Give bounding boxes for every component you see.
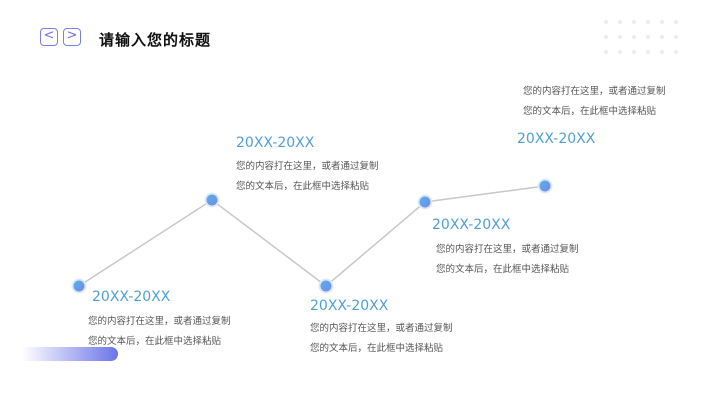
timeline-desc-5-line1: 您的内容打在这里，或者通过复制 — [523, 86, 666, 97]
timeline-desc-4-line2: 您的文本后，在此框中选择粘贴 — [436, 264, 570, 275]
timeline-node-5 — [537, 178, 553, 194]
timeline-node-1 — [71, 278, 87, 294]
timeline-year-5: 20XX-20XX — [517, 131, 596, 147]
chevron-right-icon: > — [66, 28, 78, 43]
timeline-desc-2-line2: 您的文本后，在此框中选择粘贴 — [236, 181, 370, 192]
timeline-year-3: 20XX-20XX — [310, 298, 389, 314]
timeline-desc-2: 您的内容打在这里，或者通过复制 您的文本后，在此框中选择粘贴 — [236, 157, 379, 197]
timeline-desc-1-line2: 您的文本后，在此框中选择粘贴 — [88, 336, 222, 347]
timeline-year-1: 20XX-20XX — [92, 289, 171, 305]
decorative-accent-bar — [22, 347, 118, 361]
timeline-node-4 — [417, 194, 433, 210]
timeline-desc-5-line2: 您的文本后，在此框中选择粘贴 — [523, 106, 657, 117]
timeline-desc-3-line2: 您的文本后，在此框中选择粘贴 — [310, 343, 444, 354]
timeline-year-4: 20XX-20XX — [432, 217, 511, 233]
timeline-desc-3: 您的内容打在这里，或者通过复制 您的文本后，在此框中选择粘贴 — [310, 319, 453, 359]
page-title: 请输入您的标题 — [99, 31, 212, 49]
timeline-desc-5: 您的内容打在这里，或者通过复制 您的文本后，在此框中选择粘贴 — [523, 82, 666, 122]
timeline-desc-1-line1: 您的内容打在这里，或者通过复制 — [88, 316, 231, 327]
timeline-desc-2-line1: 您的内容打在这里，或者通过复制 — [236, 161, 379, 172]
timeline-node-2 — [204, 192, 220, 208]
timeline-node-3 — [318, 278, 334, 294]
decorative-dot-grid — [604, 20, 704, 60]
timeline-desc-3-line1: 您的内容打在这里，或者通过复制 — [310, 323, 453, 334]
timeline-desc-4: 您的内容打在这里，或者通过复制 您的文本后，在此框中选择粘贴 — [436, 240, 579, 280]
prev-button[interactable]: < — [40, 28, 58, 46]
timeline-desc-4-line1: 您的内容打在这里，或者通过复制 — [436, 244, 579, 255]
timeline-desc-1: 您的内容打在这里，或者通过复制 您的文本后，在此框中选择粘贴 — [88, 312, 231, 352]
chevron-left-icon: < — [43, 28, 55, 43]
timeline-year-2: 20XX-20XX — [236, 135, 315, 151]
next-button[interactable]: > — [63, 28, 81, 46]
